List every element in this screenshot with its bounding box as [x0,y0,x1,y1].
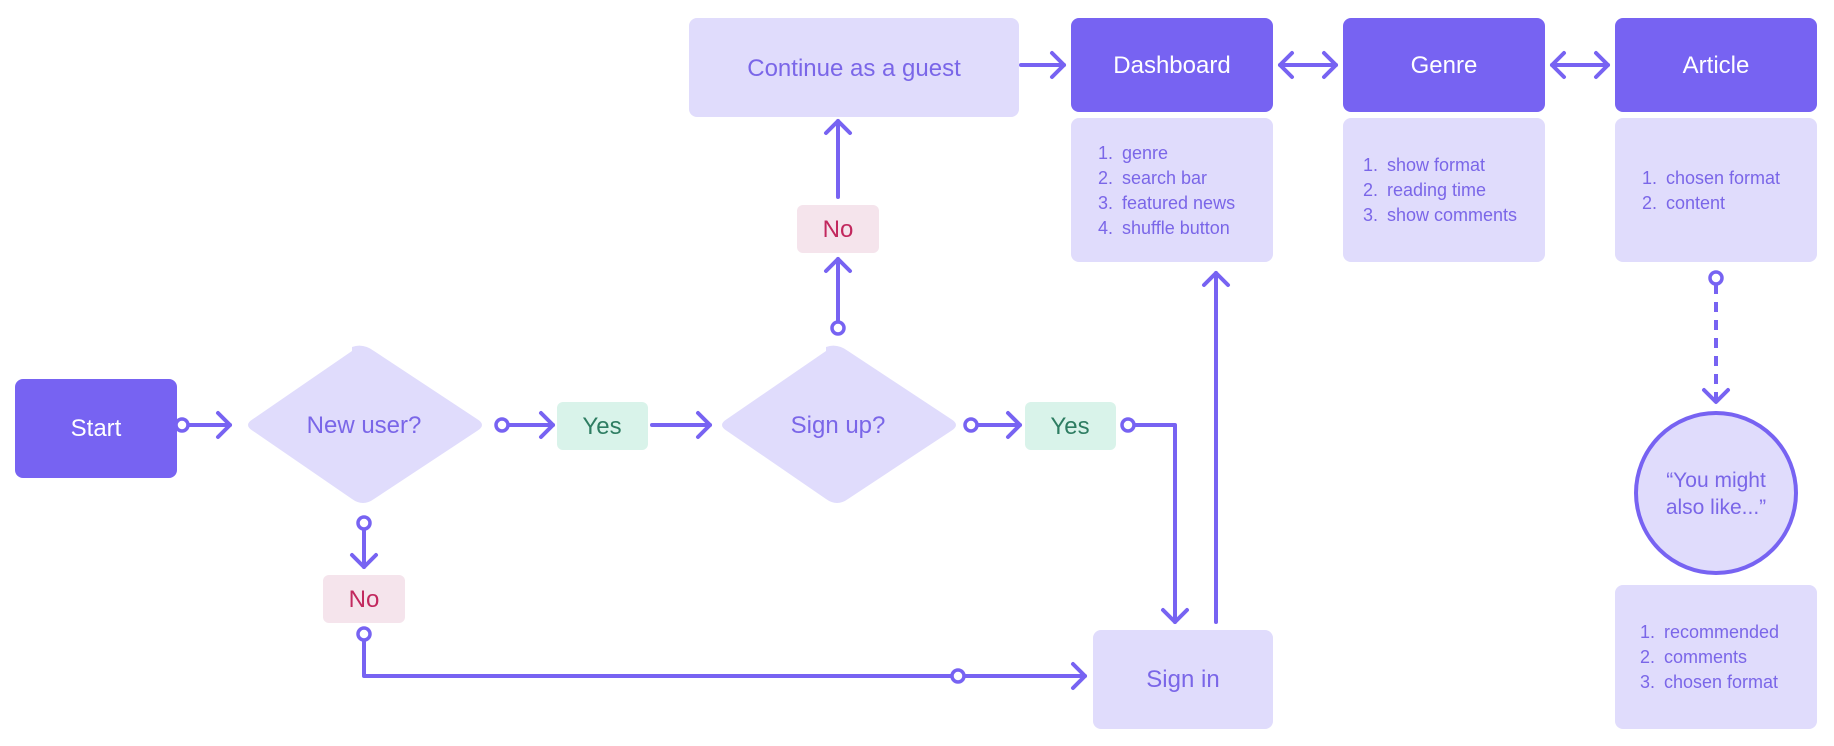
list-item: show comments [1387,205,1517,225]
sign-up-label: Sign up? [791,412,886,439]
svg-text:3.: 3. [1098,193,1113,213]
svg-text:3.: 3. [1363,205,1378,225]
yes-label-2: Yes [1050,413,1089,440]
edge-sign-in-to-dashboard [1202,271,1230,624]
dashboard-node[interactable]: Dashboard [1071,18,1273,112]
list-item: reading time [1387,180,1486,200]
genre-node[interactable]: Genre [1343,18,1545,112]
svg-text:1.: 1. [1642,168,1657,188]
start-node[interactable]: Start [15,379,177,478]
edge-genre-article [1550,51,1610,79]
svg-text:1.: 1. [1640,622,1655,642]
yes-label-1: Yes [582,413,621,440]
list-item: show format [1387,155,1485,175]
list-item: shuffle button [1122,218,1230,238]
no-label-2: No [349,586,380,613]
svg-text:2.: 2. [1098,168,1113,188]
no-badge-1: No [797,205,879,253]
no-badge-2: No [323,575,405,623]
edge-yes-to-sign-up [650,411,712,439]
recommend-line-2: also like...” [1666,496,1766,519]
edge-yes-to-sign-in [1120,417,1189,624]
svg-text:4.: 4. [1098,218,1113,238]
list-item: chosen format [1664,672,1778,692]
list-item: genre [1122,143,1168,163]
svg-text:2.: 2. [1640,647,1655,667]
start-label: Start [71,415,122,442]
edge-new-user-to-yes [494,411,555,439]
new-user-label: New user? [307,412,422,439]
guest-node[interactable]: Continue as a guest [689,18,1019,117]
guest-label: Continue as a guest [747,55,961,82]
sign-in-label: Sign in [1146,666,1219,693]
recommend-line-1: “You might [1666,469,1766,492]
svg-text:1.: 1. [1098,143,1113,163]
dashboard-label: Dashboard [1113,52,1230,79]
edge-no-to-guest [824,119,852,199]
edge-sign-up-to-yes [963,411,1022,439]
list-item: chosen format [1666,168,1780,188]
edge-start-to-new-user [174,411,232,439]
genre-label: Genre [1411,52,1478,79]
new-user-decision[interactable]: New user? [248,345,482,503]
svg-text:2.: 2. [1642,193,1657,213]
sign-in-node[interactable]: Sign in [1093,630,1273,729]
svg-text:1.: 1. [1363,155,1378,175]
list-item: search bar [1122,168,1207,188]
recommend-list: 1. recommended 2. comments 3. chosen for… [1615,585,1817,729]
article-node[interactable]: Article [1615,18,1817,112]
genre-list: 1. show format 2. reading time 3. show c… [1343,118,1545,262]
sign-up-decision[interactable]: Sign up? [722,345,956,503]
article-label: Article [1683,52,1750,79]
svg-text:2.: 2. [1363,180,1378,200]
edge-dashboard-genre [1278,51,1338,79]
yes-badge-1: Yes [557,402,648,450]
edge-new-user-to-no [350,515,378,569]
edge-article-to-recommendation [1702,270,1730,404]
no-label-1: No [823,216,854,243]
edge-sign-up-to-no [824,257,852,336]
list-item: comments [1664,647,1747,667]
list-item: featured news [1122,193,1235,213]
article-list: 1. chosen format 2. content [1615,118,1817,262]
recommendation-node[interactable]: “You might also like...” [1634,411,1798,575]
yes-badge-2: Yes [1025,402,1116,450]
dashboard-list: 1. genre 2. search bar 3. featured news … [1071,118,1273,262]
edge-guest-to-dashboard [1019,51,1066,79]
list-item: recommended [1664,622,1779,642]
edge-no-to-sign-in [356,626,1087,690]
svg-text:3.: 3. [1640,672,1655,692]
list-item: content [1666,193,1725,213]
